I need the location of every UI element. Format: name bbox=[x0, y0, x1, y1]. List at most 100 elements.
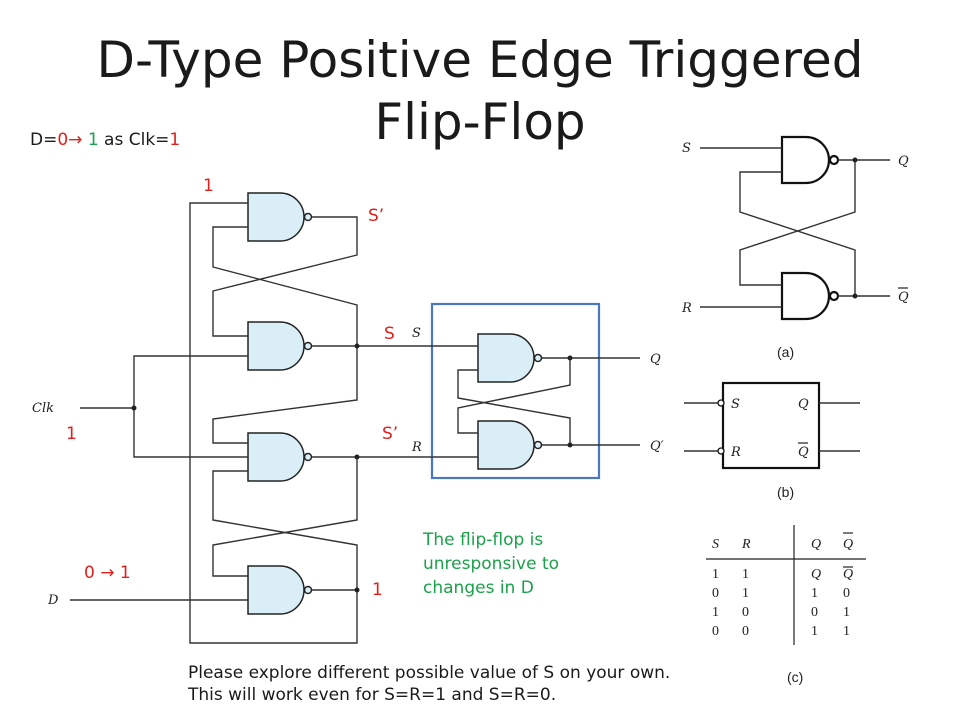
cross-wire-2a bbox=[212, 346, 358, 444]
cross-wire-1b bbox=[212, 226, 358, 346]
s-label: S bbox=[384, 324, 395, 344]
truth-table-cell: 1 bbox=[811, 586, 818, 601]
clk-wire-top bbox=[80, 355, 248, 409]
fig-a-nand-top-bubble bbox=[828, 154, 840, 166]
output-latch-box bbox=[430, 302, 601, 480]
note-line: The flip-flop is bbox=[423, 530, 544, 550]
truth-table-cell: 0 bbox=[843, 586, 850, 601]
truth-table-header: Q bbox=[811, 537, 821, 552]
footer-line: This will work even for S=R=1 and S=R=0. bbox=[188, 685, 557, 705]
condition-d-from: 0 bbox=[57, 130, 69, 150]
truth-table-cell: 1 bbox=[843, 624, 850, 639]
fig-a-r-label: R bbox=[681, 301, 692, 316]
cross-wire-3a bbox=[212, 457, 358, 577]
s-prime-bottom-label: S’ bbox=[382, 424, 399, 444]
note-line: unresponsive to bbox=[423, 554, 560, 574]
nand-gate-3 bbox=[247, 432, 305, 482]
nand-gate-3-bubble bbox=[303, 452, 313, 462]
q-junction bbox=[567, 355, 573, 361]
fig-a-caption: (a) bbox=[777, 344, 794, 360]
nand-gate-4-bubble bbox=[303, 585, 313, 595]
bottom-junction bbox=[354, 587, 360, 593]
fig-a-cross-b bbox=[739, 171, 856, 296]
condition-prefix: D= bbox=[30, 130, 58, 150]
truth-table-header: Q bbox=[843, 537, 853, 552]
d-label: D bbox=[47, 593, 59, 608]
truth-table-cell: 0 bbox=[712, 624, 719, 639]
truth-table-cell: 0 bbox=[712, 586, 719, 601]
fig-c-caption: (c) bbox=[787, 669, 803, 685]
fig-a-s-label: S bbox=[682, 141, 691, 156]
clk-value: 1 bbox=[66, 424, 77, 444]
s-input-label: S bbox=[412, 326, 421, 341]
clk-label: Clk bbox=[32, 401, 54, 416]
outer-feedback-wire bbox=[189, 202, 358, 644]
cross-wire-1a bbox=[212, 216, 358, 337]
unresponsive-note: The flip-flop is unresponsive to changes… bbox=[423, 528, 559, 600]
nand-gate-2 bbox=[247, 321, 305, 371]
truth-table-cell: 1 bbox=[712, 567, 719, 582]
fig-a-q-label: Q bbox=[898, 154, 909, 169]
nand-gate-1-bubble bbox=[303, 212, 313, 222]
figure-b-symbol: S R Q Q (b) bbox=[684, 381, 860, 500]
nand-gate-1 bbox=[247, 192, 305, 242]
footer-line: Please explore different possible value … bbox=[188, 663, 671, 683]
truth-table-cell: 1 bbox=[742, 586, 749, 601]
condition-d-to: 1 bbox=[87, 130, 99, 150]
latch-nand-top-bubble bbox=[533, 353, 543, 363]
fig-a-q-junction bbox=[852, 157, 858, 163]
latch-nand-top bbox=[477, 333, 535, 383]
truth-table-cell: Q bbox=[843, 567, 853, 582]
s-prime-top-label: S’ bbox=[368, 206, 385, 226]
truth-table-cell: 1 bbox=[843, 605, 850, 620]
fig-a-qbar-label: Q bbox=[898, 290, 909, 305]
top-input-value: 1 bbox=[203, 176, 214, 196]
condition-label: D=0→ 1 as Clk=1 bbox=[30, 130, 180, 150]
truth-table-header: S bbox=[712, 537, 719, 552]
truth-table-cell: Q bbox=[811, 567, 821, 582]
fig-b-r-label: R bbox=[730, 445, 741, 460]
figure-a-latch: S R Q Q (a) bbox=[681, 135, 909, 360]
latch-nand-bottom bbox=[477, 420, 535, 470]
truth-table-cell: 1 bbox=[811, 624, 818, 639]
condition-arrow: → bbox=[68, 130, 83, 150]
fig-b-r-bubble bbox=[717, 447, 725, 455]
clk-junction bbox=[131, 405, 137, 411]
truth-table-cell: 0 bbox=[742, 624, 749, 639]
fig-a-nand-bottom-bubble bbox=[828, 290, 840, 302]
r-input-label: R bbox=[411, 440, 422, 455]
clk-wire-bottom bbox=[133, 408, 248, 458]
slide-title-line1: D-Type Positive Edge Triggered bbox=[96, 31, 864, 89]
condition-clk-value: 1 bbox=[169, 130, 181, 150]
condition-mid: as Clk= bbox=[98, 130, 170, 150]
latch-cross-a bbox=[457, 358, 571, 434]
truth-table-cell: 1 bbox=[712, 605, 719, 620]
fig-b-box bbox=[721, 381, 821, 470]
fig-b-s-label: S bbox=[731, 397, 740, 412]
nand-gate-2-bubble bbox=[303, 341, 313, 351]
truth-table-cell: 1 bbox=[742, 567, 749, 582]
main-circuit: Clk D S R Q Q′ bbox=[32, 192, 664, 644]
fig-b-q-label: Q bbox=[798, 397, 809, 412]
slide-title-line2: Flip-Flop bbox=[374, 93, 586, 151]
bottom-output-value: 1 bbox=[372, 580, 383, 600]
r-junction bbox=[354, 454, 360, 460]
footer-text: Please explore different possible value … bbox=[188, 662, 670, 706]
fig-b-qbar-label: Q bbox=[798, 445, 809, 460]
truth-table-header: R bbox=[741, 537, 751, 552]
cross-wire-3b bbox=[212, 470, 358, 590]
s-junction bbox=[354, 343, 360, 349]
fig-a-qbar-junction bbox=[852, 293, 858, 299]
nand-gate-4 bbox=[247, 565, 305, 615]
fig-b-s-bubble bbox=[717, 399, 725, 407]
latch-nand-bottom-bubble bbox=[533, 440, 543, 450]
note-line: changes in D bbox=[423, 578, 534, 598]
d-transition: 0 → 1 bbox=[84, 563, 131, 583]
fig-a-nand-top bbox=[780, 135, 831, 185]
fig-b-caption: (b) bbox=[777, 484, 794, 500]
truth-table-cell: 0 bbox=[811, 605, 818, 620]
